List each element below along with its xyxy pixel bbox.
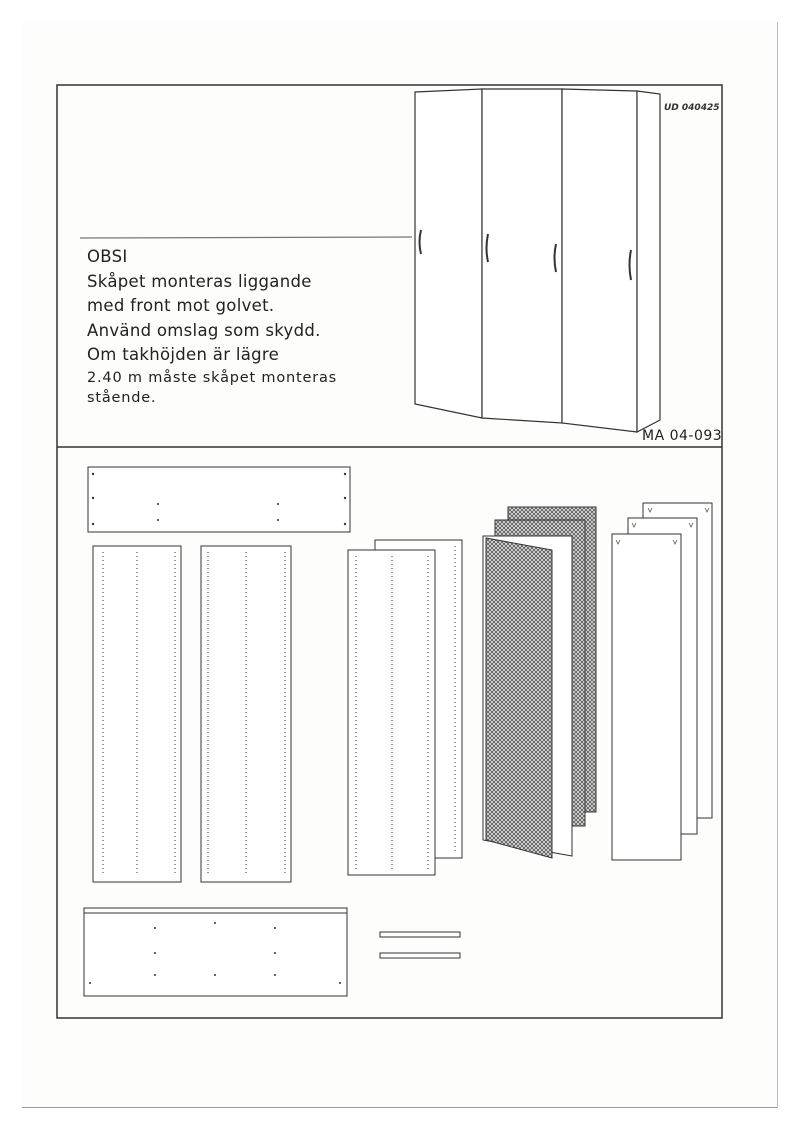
part-shelves bbox=[611, 502, 713, 861]
note-line: Skåpet monteras liggande bbox=[87, 271, 312, 291]
part-side-panel bbox=[92, 545, 182, 883]
part-divider-panels bbox=[347, 539, 463, 876]
assembly-note: OBSI Skåpet monteras liggande med front … bbox=[87, 245, 337, 408]
note-line: Använd omslag som skydd. bbox=[87, 320, 321, 340]
note-line: med front mot golvet. bbox=[87, 296, 275, 315]
note-heading: OBSI bbox=[87, 247, 128, 266]
part-side-panel bbox=[200, 545, 292, 883]
part-bottom-panel bbox=[83, 907, 348, 997]
part-rails bbox=[379, 931, 461, 959]
note-line: Om takhöjden är lägre bbox=[87, 345, 280, 364]
part-doors bbox=[482, 506, 597, 859]
note-line: stående. bbox=[87, 389, 157, 406]
part-top-panel bbox=[87, 466, 351, 533]
wardrobe-illustration bbox=[414, 88, 661, 433]
page-frame bbox=[56, 84, 723, 1019]
document-code-ud: UD 040425 bbox=[664, 103, 720, 113]
note-line: 2.40 m måste skåpet monteras bbox=[87, 369, 338, 386]
document-code-ma: MA 04-093 bbox=[642, 428, 723, 444]
note-rule bbox=[79, 236, 413, 239]
